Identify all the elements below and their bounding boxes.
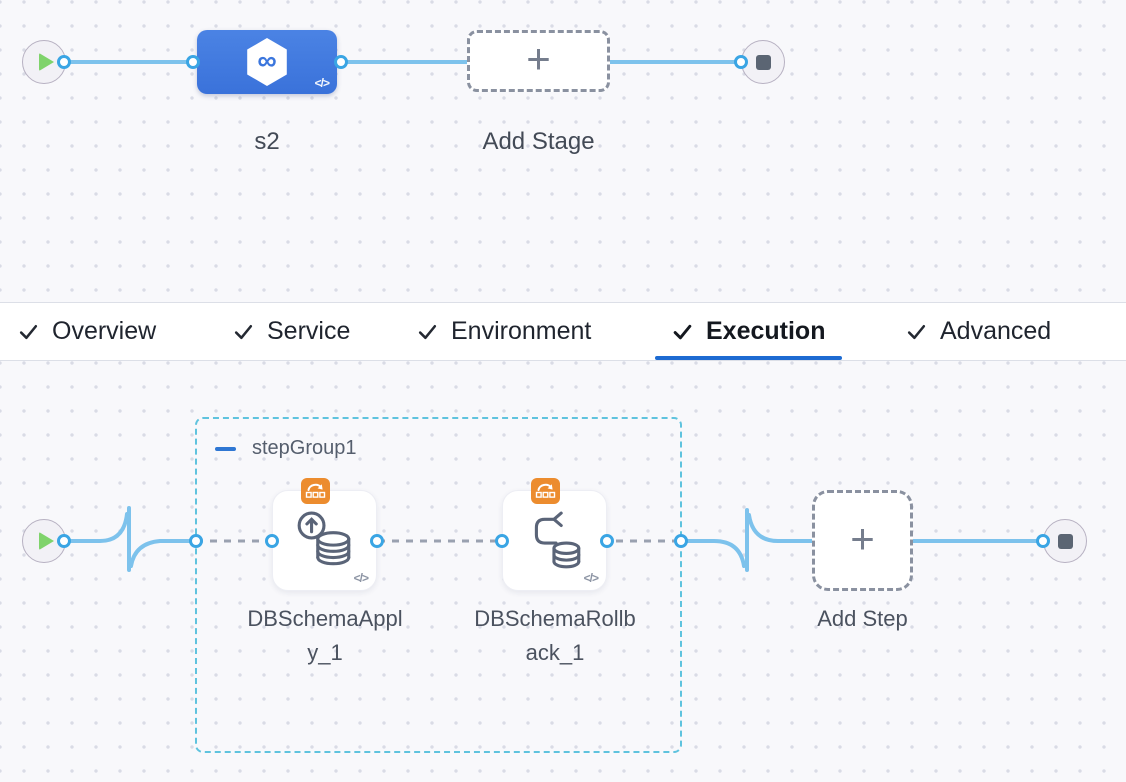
connector-port[interactable]: [57, 55, 71, 69]
step-name-label: DBSchemaRollback_1: [474, 606, 636, 666]
check-icon: [418, 324, 437, 340]
stage-config-tabbar: Overview Service Environment Execution A…: [0, 302, 1126, 361]
step-yaml-badge: </>: [583, 571, 599, 585]
connector-port[interactable]: [495, 534, 509, 548]
connector-port[interactable]: [265, 534, 279, 548]
stage-name-label: s2: [254, 128, 280, 155]
tab-label: Advanced: [940, 317, 1052, 345]
step-name-label: DBSchemaApply_1: [247, 606, 403, 666]
check-icon: [907, 324, 926, 340]
connector-port[interactable]: [600, 534, 614, 548]
play-icon: [38, 53, 54, 71]
plus-icon: +: [850, 514, 875, 562]
connector-port[interactable]: [674, 534, 688, 548]
check-icon: [234, 324, 253, 340]
tab-label: Overview: [52, 317, 157, 345]
tab-label: Service: [267, 317, 351, 345]
add-step-label: Add Step: [817, 606, 908, 631]
stop-icon: [1057, 533, 1073, 549]
tab-execution[interactable]: Execution: [655, 303, 843, 360]
check-icon: [673, 324, 692, 340]
step-group-name: stepGroup1: [252, 437, 357, 459]
connector-port[interactable]: [189, 534, 203, 548]
tab-advanced[interactable]: Advanced: [906, 303, 1051, 360]
step-yaml-badge: </>: [353, 571, 369, 585]
execution-end-node: [1043, 519, 1087, 563]
add-stage-label: Add Stage: [482, 128, 595, 155]
add-stage-button[interactable]: +: [467, 30, 610, 92]
stage-node-s2[interactable]: ∞ </>: [197, 30, 337, 94]
stop-icon: [755, 54, 771, 70]
connector-port[interactable]: [1036, 534, 1050, 548]
play-icon: [38, 532, 54, 550]
rolling-strategy-badge-icon: [531, 478, 560, 504]
execution-canvas: stepGroup1: [0, 361, 1126, 782]
step-group-header: stepGroup1: [215, 437, 357, 460]
stage-yaml-badge: </>: [314, 76, 330, 90]
svg-text:∞: ∞: [257, 44, 276, 75]
connector-port[interactable]: [370, 534, 384, 548]
plus-icon: +: [526, 35, 551, 82]
step-node-dbschemaapply[interactable]: </>: [272, 478, 377, 591]
db-schema-apply-icon: [297, 511, 350, 565]
tab-service[interactable]: Service: [233, 303, 350, 360]
step-group-box: stepGroup1: [195, 417, 682, 753]
connector-port[interactable]: [334, 55, 348, 69]
add-step-button[interactable]: +: [812, 490, 913, 591]
connector-port[interactable]: [57, 534, 71, 548]
tab-environment[interactable]: Environment: [417, 303, 591, 360]
stage-canvas: ∞ </> + s2 Add Stage: [0, 0, 1126, 302]
tab-label: Execution: [706, 317, 826, 345]
check-icon: [19, 324, 38, 340]
tab-label: Environment: [451, 317, 592, 345]
db-schema-rollback-icon: [534, 511, 580, 568]
connector-port[interactable]: [734, 55, 748, 69]
connector-port[interactable]: [186, 55, 200, 69]
step-node-dbschemarollback[interactable]: </>: [502, 478, 607, 591]
rolling-strategy-badge-icon: [301, 478, 330, 504]
collapse-minus-icon[interactable]: [215, 446, 236, 451]
harness-stage-icon: ∞: [247, 38, 287, 86]
tab-overview[interactable]: Overview: [18, 303, 156, 360]
